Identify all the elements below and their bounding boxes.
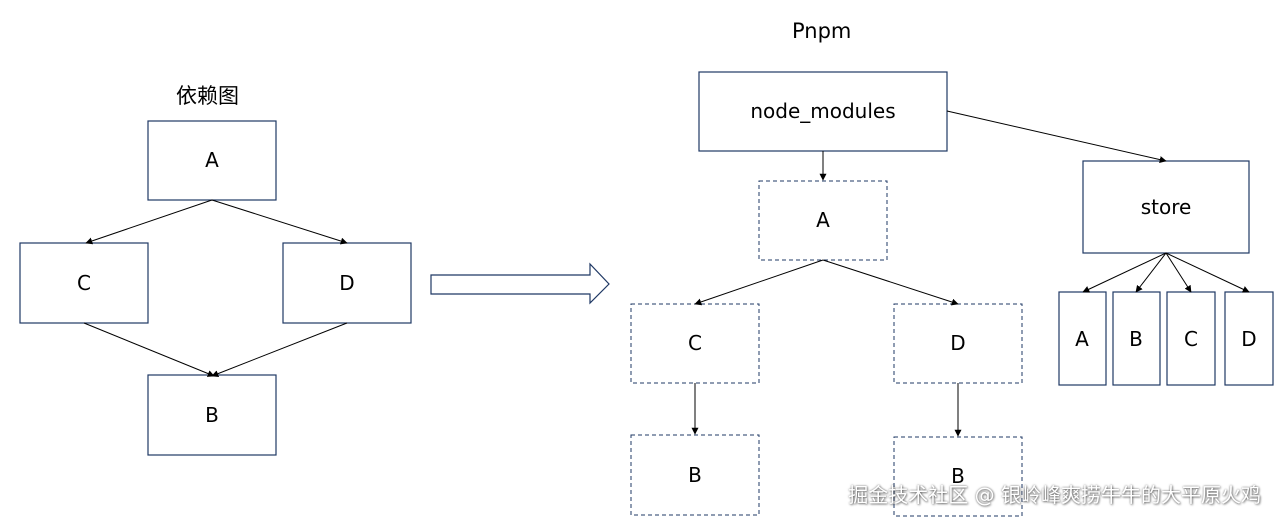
edge-tree-a-to-d <box>822 259 959 306</box>
tree-box-b-under-c <box>630 434 760 516</box>
tree-box-a <box>758 180 888 261</box>
transform-arrow <box>430 262 610 305</box>
left-box-b <box>147 374 277 456</box>
watermark: 掘金技术社区 @ 银岭峰爽捞牛牛的大平原火鸡 <box>848 483 1261 507</box>
store-item-label-2: B <box>1129 327 1143 351</box>
edge-d-to-b <box>211 322 348 377</box>
node-modules-box <box>698 71 948 152</box>
left-label-c: C <box>77 271 91 295</box>
store-item-box-4 <box>1224 291 1274 386</box>
edge-store-to-4 <box>1165 252 1250 293</box>
edge-c-to-b <box>83 322 215 377</box>
left-title: 依赖图 <box>176 84 239 108</box>
left-box-a <box>147 120 277 201</box>
left-label-b: B <box>205 403 219 427</box>
store-item-box-2 <box>1112 291 1161 386</box>
edge-tree-a-to-c <box>694 259 824 306</box>
edge-a-to-d <box>211 199 348 245</box>
edge-store-to-1 <box>1082 252 1167 293</box>
left-box-c <box>19 242 149 324</box>
store-label: store <box>1140 195 1192 219</box>
tree-label-b-under-d: B <box>951 464 965 488</box>
edge-store-to-2 <box>1135 252 1167 293</box>
store-item-box-3 <box>1166 291 1216 386</box>
right-title: Pnpm <box>792 19 852 43</box>
store-box <box>1082 160 1250 254</box>
store-item-label-3: C <box>1184 327 1198 351</box>
node-modules-label: node_modules <box>750 99 896 123</box>
store-item-label-1: A <box>1075 327 1089 351</box>
edge-nm-to-store <box>946 110 1167 164</box>
tree-box-c <box>630 303 760 384</box>
tree-box-d <box>893 303 1023 384</box>
tree-label-d: D <box>950 331 966 355</box>
edge-store-to-3 <box>1165 252 1192 293</box>
edge-a-to-c <box>85 199 213 245</box>
tree-label-a: A <box>816 208 830 232</box>
tree-label-b-under-c: B <box>688 463 702 487</box>
left-label-d: D <box>339 271 355 295</box>
store-item-label-4: D <box>1241 327 1257 351</box>
left-label-a: A <box>205 148 219 172</box>
tree-label-c: C <box>688 331 702 355</box>
store-item-box-1 <box>1058 291 1107 386</box>
tree-box-b-under-d <box>893 436 1023 517</box>
